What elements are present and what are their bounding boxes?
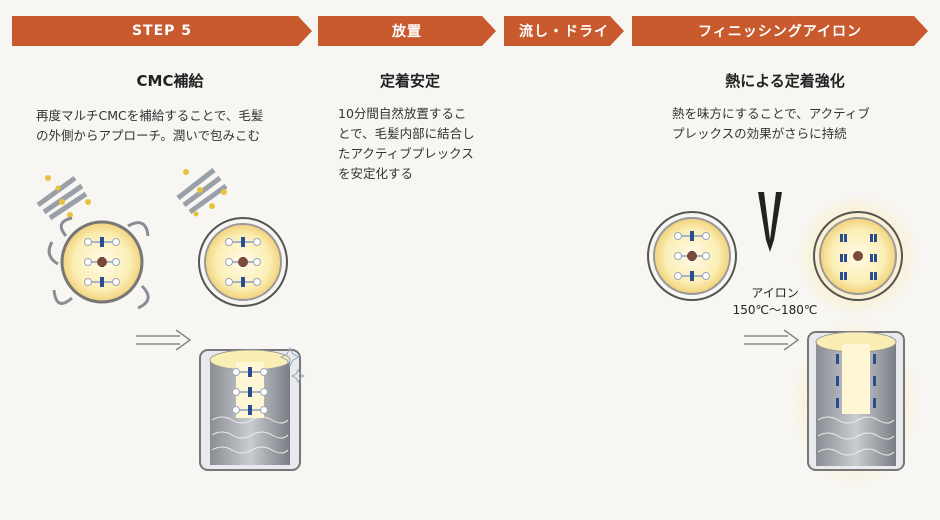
fixation-desc-line: たアクティブプレックス xyxy=(338,146,474,161)
leave-banner: 放置 xyxy=(318,16,496,46)
hair-cross-section-before xyxy=(47,216,150,310)
cmc-desc-line: の外側からアプローチ。潤いで包みこむ xyxy=(36,128,261,143)
cmc-desc-line: 再度マルチCMCを補給することで、毛髪 xyxy=(36,108,264,123)
hair-cross-section-pre-iron xyxy=(647,211,737,301)
right-arrow-icon xyxy=(744,329,800,351)
finishing-iron-banner: フィニッシングアイロン xyxy=(632,16,928,46)
fixation-heading: 定着安定 xyxy=(379,72,440,90)
right-arrow-icon xyxy=(136,329,192,351)
iron-temperature: 150℃～180℃ xyxy=(732,303,818,317)
hair-cross-section-coated xyxy=(198,217,288,307)
heat-heading: 熱による定着強化 xyxy=(725,72,845,90)
cmc-heading: CMC補給 xyxy=(136,72,204,90)
hair-cross-section-heated xyxy=(796,194,920,318)
iron-temp-label: アイロン 150℃～180℃ xyxy=(725,285,825,319)
iron-label: アイロン xyxy=(751,286,799,300)
rinse-dry-banner: 流し・ドライ xyxy=(504,16,624,46)
fixation-desc-line: を安定化する xyxy=(338,166,414,181)
flat-iron-icon xyxy=(758,192,782,252)
fixation-desc-line: 10分間自然放置するこ xyxy=(338,106,467,121)
fixation-description: 10分間自然放置するこ とで、毛髪内部に結合し たアクティブプレックス を安定化… xyxy=(338,104,498,184)
hair-cylinder-coated xyxy=(199,346,306,471)
step5-banner: STEP 5 xyxy=(12,16,312,46)
heat-description: 熱を味方にすることで、アクティブ プレックスの効果がさらに持続 xyxy=(672,104,912,144)
heat-desc-line: プレックスの効果がさらに持続 xyxy=(672,126,847,141)
heat-desc-line: 熱を味方にすることで、アクティブ xyxy=(672,106,870,121)
hair-cylinder-heated xyxy=(790,318,920,488)
fixation-desc-line: とで、毛髪内部に結合し xyxy=(338,126,475,141)
cmc-particles xyxy=(36,168,228,221)
cmc-description: 再度マルチCMCを補給することで、毛髪 の外側からアプローチ。潤いで包みこむ xyxy=(36,106,316,146)
